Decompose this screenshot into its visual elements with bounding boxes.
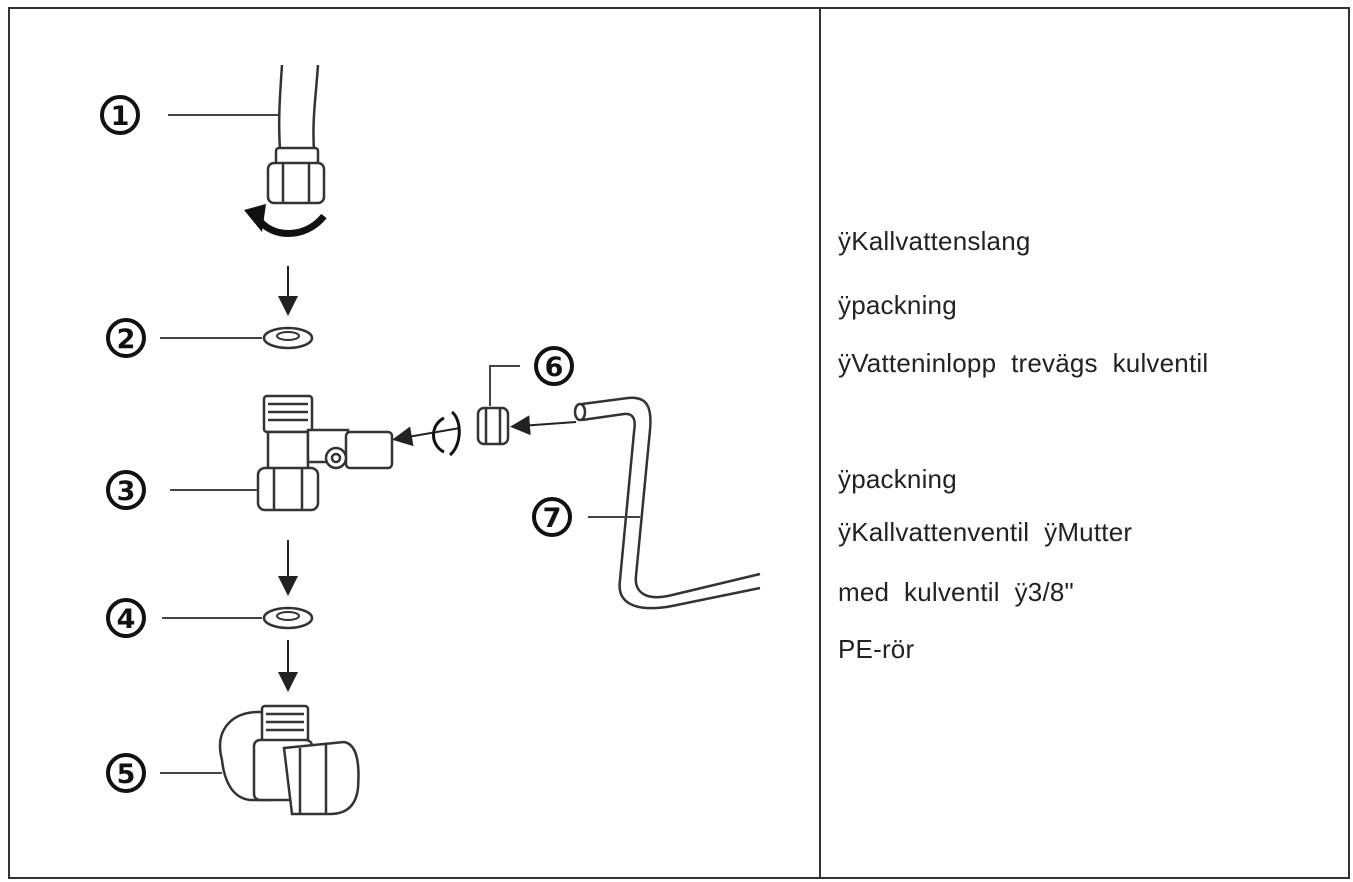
angle-valve-icon bbox=[218, 704, 360, 816]
legend-line-2: ÿpackning bbox=[838, 290, 957, 320]
gasket-icon bbox=[262, 326, 314, 350]
hose-icon bbox=[266, 64, 326, 205]
callout-5: 5 bbox=[106, 753, 222, 793]
legend-line-7: PE-rör bbox=[838, 634, 915, 664]
legend-line-5: ÿKallvattenventil ÿMutter bbox=[838, 517, 1133, 547]
legend-line-1: ÿKallvattenslang bbox=[838, 226, 1031, 256]
legend-line-6: med kulventil ÿ3/8" bbox=[838, 577, 1074, 607]
callout-1-number: 1 bbox=[111, 101, 130, 132]
nut-icon bbox=[476, 406, 510, 446]
callout-3: 3 bbox=[106, 470, 258, 510]
legend-line-3: ÿVatteninlopp trevägs kulventil bbox=[838, 348, 1209, 378]
installation-diagram: 1 2 bbox=[100, 64, 761, 816]
callout-3-number: 3 bbox=[117, 476, 136, 507]
callout-6-number: 6 bbox=[545, 352, 564, 383]
callout-7-number: 7 bbox=[543, 503, 562, 534]
callout-6: 6 bbox=[489, 346, 574, 406]
callout-1: 1 bbox=[100, 95, 278, 135]
rotation-arrow-icon bbox=[432, 410, 461, 457]
diagram-frame bbox=[8, 7, 1350, 879]
callout-2-number: 2 bbox=[117, 324, 136, 355]
arrow-nut-to-valve bbox=[392, 426, 461, 447]
callout-4: 4 bbox=[106, 598, 262, 638]
callout-4-number: 4 bbox=[117, 604, 136, 635]
three-way-valve-icon bbox=[256, 394, 394, 512]
legend-line-4: ÿpackning bbox=[838, 464, 957, 494]
gasket-icon bbox=[262, 606, 314, 630]
column-divider bbox=[819, 7, 821, 879]
rotation-arrow-icon bbox=[244, 204, 327, 237]
callout-5-number: 5 bbox=[117, 759, 136, 790]
callout-7: 7 bbox=[532, 497, 640, 537]
pe-pipe-icon bbox=[573, 396, 761, 610]
arrow-pipe-to-nut bbox=[510, 415, 577, 436]
callout-2: 2 bbox=[106, 318, 262, 358]
